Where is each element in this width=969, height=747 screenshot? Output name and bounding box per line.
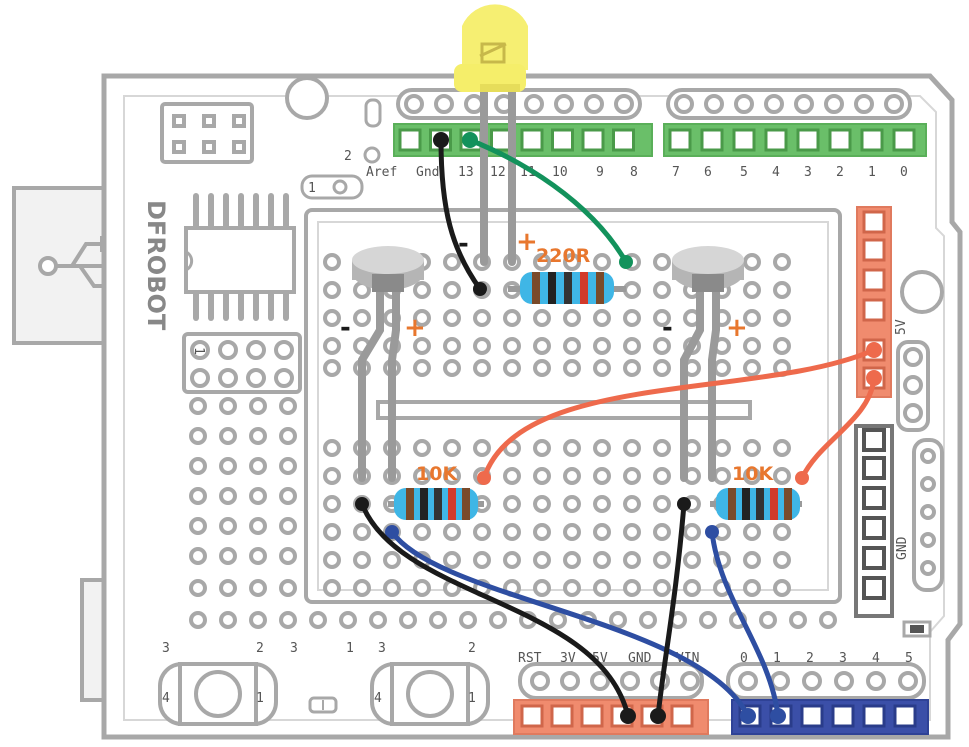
- digital-header-left: [393, 88, 653, 157]
- wire-black-left-gnd: [359, 503, 631, 717]
- led-legs: [480, 76, 516, 266]
- power-pin-label: RST: [518, 651, 542, 666]
- sensor-right: [672, 246, 744, 482]
- mounting-hole: [285, 76, 329, 120]
- push-button-1[interactable]: [158, 662, 278, 726]
- wire-blue-a0: [389, 530, 751, 718]
- side-gnd-header: [854, 424, 894, 618]
- led-smd-icon: [308, 696, 338, 714]
- extra-pin-3: 3: [290, 641, 298, 656]
- digital-pin-label: 10: [552, 165, 568, 180]
- analog-pin-label: 5: [905, 651, 913, 666]
- jumper-small: [364, 98, 382, 128]
- push-button-2[interactable]: [370, 662, 490, 726]
- btn2-pin-4: 4: [374, 691, 382, 706]
- side-3pin: [896, 340, 930, 432]
- jumper-1: [300, 174, 364, 200]
- digital-pin-label: 4: [772, 165, 780, 180]
- side-5v-header: [856, 206, 892, 398]
- digital-pin-label: 0: [900, 165, 908, 180]
- label-10k-right: 10K: [732, 463, 774, 485]
- digital-pin-label: 6: [704, 165, 712, 180]
- side-gnd-label: GND: [895, 536, 910, 560]
- digital-pin-label: 13: [458, 165, 474, 180]
- jumper-block-4: [182, 332, 302, 394]
- led-minus-sign: -: [458, 229, 469, 259]
- icsp-header: [160, 102, 254, 164]
- sensor-left-plus: +: [404, 313, 426, 343]
- led-plus-sign: +: [516, 227, 538, 257]
- wire-black-gnd-led: [438, 139, 483, 291]
- digital-pin-label: Gnd: [416, 165, 439, 180]
- digital-pin-label: 9: [596, 165, 604, 180]
- sensor-right-minus: -: [662, 313, 673, 343]
- digital-pin-label: 2: [836, 165, 844, 180]
- side-long-header: [912, 438, 944, 592]
- jumper-1-label: 1: [308, 181, 316, 196]
- btn2-pin-1: 1: [468, 691, 476, 706]
- btn1-pin-4: 4: [162, 691, 170, 706]
- resistor-10k-left: [388, 488, 484, 520]
- digital-pin-label: 7: [672, 165, 680, 180]
- digital-pin-label: 5: [740, 165, 748, 180]
- resistor-10k-right: [710, 488, 802, 520]
- power-pin-label: GND: [628, 651, 652, 666]
- analog-header: [726, 662, 929, 735]
- digital-pin-label: Aref: [366, 165, 397, 180]
- analog-pin-label: 2: [806, 651, 814, 666]
- jumper-vert-label: 1: [191, 347, 206, 355]
- mounting-hole-right: [900, 270, 944, 314]
- wire-green-pin13: [469, 137, 629, 264]
- resistor-220r: [508, 272, 626, 304]
- analog-pin-label: 0: [740, 651, 748, 666]
- analog-pin-labels: 0 1 2 3 4 5: [740, 651, 913, 666]
- extra-pin-1: 1: [346, 641, 354, 656]
- jumper-2-label: 2: [344, 149, 352, 164]
- label-220r: 220R: [536, 245, 591, 267]
- sensor-left-minus: -: [340, 313, 351, 343]
- analog-pin-label: 1: [773, 651, 781, 666]
- brand-label: DFROBOT: [142, 200, 170, 331]
- digital-header-right: [663, 88, 927, 157]
- power-pin-label: 3V: [560, 651, 576, 666]
- btn1-pin-1: 1: [256, 691, 264, 706]
- btn1-pin-2: 2: [256, 641, 264, 656]
- wire-blue-a1: [709, 531, 781, 717]
- side-5v-label: 5V: [894, 319, 909, 335]
- analog-pin-label: 3: [839, 651, 847, 666]
- sensor-left: [352, 246, 424, 482]
- wire-black-right-gnd: [655, 503, 687, 717]
- power-header: [513, 662, 709, 735]
- wire-orange-left: [481, 347, 876, 479]
- sensor-right-plus: +: [726, 313, 748, 343]
- ic-chip: [184, 193, 296, 321]
- wire-orange-right: [799, 377, 877, 480]
- btn2-pin-2: 2: [468, 641, 476, 656]
- analog-pin-label: 4: [872, 651, 880, 666]
- wire-end-gnd: [433, 132, 449, 148]
- btn2-pin-3: 3: [378, 641, 386, 656]
- btn1-pin-3: 3: [162, 641, 170, 656]
- digital-pin-label: 3: [804, 165, 812, 180]
- digital-pin-label: 8: [630, 165, 638, 180]
- label-10k-left: 10K: [416, 463, 458, 485]
- led-body: [454, 4, 528, 92]
- digital-pin-label: 1: [868, 165, 876, 180]
- wire-end-pin13: [462, 132, 478, 148]
- digital-pin-label: 12: [490, 165, 506, 180]
